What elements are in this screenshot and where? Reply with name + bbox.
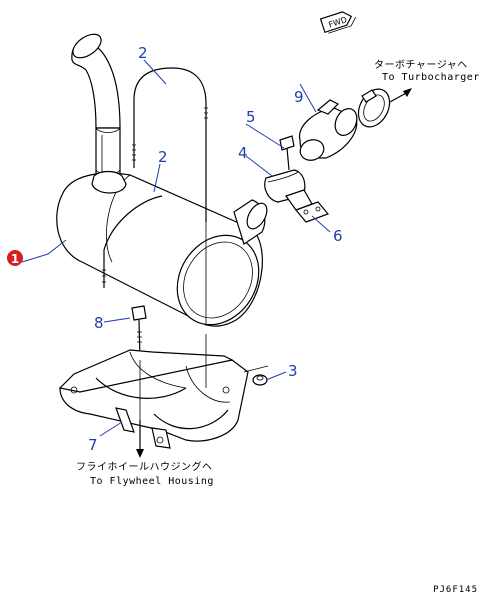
callout-3: 3 (288, 362, 298, 380)
nut-3 (252, 374, 268, 386)
callout-9: 9 (294, 88, 304, 106)
note-flywheel-en: To Flywheel Housing (90, 476, 214, 487)
fwd-direction-tag: FWD (319, 11, 357, 34)
u-bolt-upper (132, 67, 208, 222)
callout-8: 8 (94, 314, 104, 332)
u-bolt-lower (102, 195, 163, 288)
band-clamp-4 (264, 169, 313, 211)
assembly-reference-lines (139, 222, 207, 420)
destination-notes: ターボチャージャヘ To Turbocharger フライホイールハウジングヘ … (76, 59, 480, 487)
bracket-7 (58, 349, 269, 449)
drawing-code: PJ6F145 (433, 585, 478, 595)
callout-7: 7 (88, 436, 98, 454)
callout-2-upper: 2 (138, 44, 148, 62)
leader-lines (21, 59, 331, 437)
callout-4: 4 (238, 144, 248, 162)
callout-6: 6 (333, 227, 343, 245)
callout-1-badge (7, 250, 23, 266)
note-flywheel-jp: フライホイールハウジングヘ (76, 460, 213, 473)
arrow-to-flywheel-housing (136, 420, 144, 458)
arrow-to-turbocharger (389, 88, 412, 103)
note-turbo-en: To Turbocharger (382, 72, 480, 83)
plate-6 (294, 201, 330, 223)
callouts: 1 2 2 3 4 5 6 7 8 9 (7, 44, 343, 454)
callout-1: 1 (11, 252, 19, 266)
exhaust-adapter-9 (298, 99, 358, 161)
callout-5: 5 (246, 108, 256, 126)
muffler (56, 33, 268, 327)
bolt-5 (279, 135, 295, 171)
callout-2-lower: 2 (158, 148, 168, 166)
turbo-clamp (357, 88, 391, 128)
note-turbo-jp: ターボチャージャヘ (374, 59, 468, 71)
